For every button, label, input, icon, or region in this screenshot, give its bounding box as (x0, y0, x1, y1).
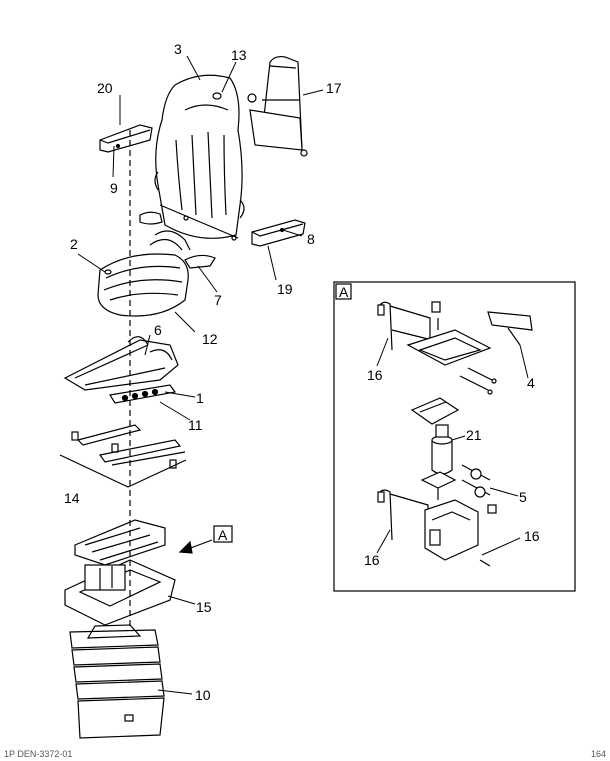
callout-7: 7 (214, 292, 222, 308)
detail-handle-upper (377, 301, 433, 351)
backrest-side-right (239, 199, 245, 219)
detail-view-label-box (335, 283, 352, 300)
armrest-bracket-links (139, 204, 239, 269)
callout-20: 20 (97, 80, 113, 96)
callout-6: 6 (154, 322, 162, 338)
detail-side-bracket (487, 311, 533, 346)
control-panel (109, 384, 177, 404)
detail-damper-bracket (420, 471, 457, 500)
detail-pointer-arrow (178, 525, 233, 554)
callout-11: 11 (188, 417, 203, 433)
armrest-right (251, 219, 306, 247)
footer-drawing-id: 1P DEN-3372-01 (4, 749, 73, 759)
callout-21: 21 (466, 427, 482, 443)
callout-15: 15 (196, 599, 212, 615)
callout-14: 14 (64, 490, 80, 506)
detail-shock-absorber (461, 464, 497, 514)
callout-10: 10 (195, 687, 211, 703)
callout-5: 5 (519, 489, 527, 505)
callout-16-lower: 16 (364, 552, 380, 568)
callout-4: 4 (527, 375, 535, 391)
callout-2: 2 (70, 236, 78, 252)
callout-13: 13 (231, 47, 247, 63)
seat-cushion (97, 253, 189, 317)
leader-lines-main (77, 55, 324, 695)
callout-16-upper: 16 (367, 367, 383, 383)
detail-view-label: A (339, 284, 349, 300)
callout-9: 9 (110, 180, 118, 196)
callout-19: 19 (277, 281, 293, 297)
callout-12: 12 (202, 331, 218, 347)
leader-lines-detail (376, 337, 529, 556)
seat-pan-slide (63, 336, 179, 391)
bellows-boot (69, 624, 165, 739)
armrest-left (99, 124, 153, 153)
callout-17: 17 (326, 80, 342, 96)
callout-16-right: 16 (524, 528, 540, 544)
mounting-rails (59, 424, 187, 488)
seat-backrest (155, 74, 243, 239)
footer-page-number: 164 (590, 749, 606, 759)
suspension-top-plate (74, 519, 166, 566)
callout-3: 3 (174, 41, 182, 57)
detail-base-plate (424, 499, 491, 567)
callout-8: 8 (307, 231, 315, 247)
detail-air-spring (431, 424, 453, 475)
suspension-base (64, 559, 176, 626)
headrest-frame (247, 55, 308, 157)
callout-1: 1 (196, 390, 204, 406)
detail-bolts-upper (459, 367, 497, 395)
detail-upper-plate (406, 301, 492, 366)
detail-pointer-label: A (218, 527, 228, 543)
backrest-side-left (154, 171, 159, 191)
detail-linkage (410, 397, 460, 425)
